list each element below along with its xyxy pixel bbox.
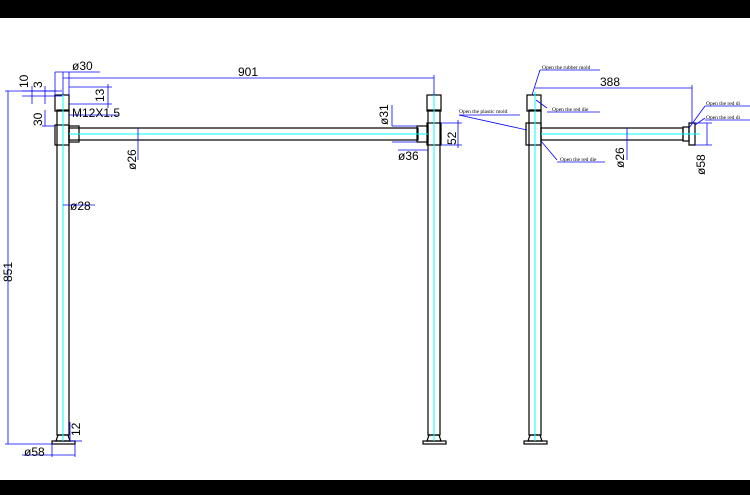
dim-diameter-30: ø30 [72,59,93,73]
dimension-labels: ø30 901 10 3 13 30 M12X1.5 ø31 52 ø36 ø2… [1,59,708,459]
side-clamp [525,122,542,146]
dim-diameter-26-side: ø26 [613,147,627,168]
side-top-cap [526,94,542,112]
left-top-cap [54,94,70,112]
right-base-plate [422,440,447,445]
dim-851: 851 [1,262,15,282]
dim-3: 3 [31,81,45,88]
front-view [51,94,447,445]
note-red-die-right-1: Open the red di [706,101,741,107]
front-dimension-lines [5,71,462,457]
note-red-die-right-2: Open the red di [706,115,741,121]
annotation-notes: Open the rubber mold Open the plastic mo… [459,65,741,163]
dim-52: 52 [445,131,459,145]
dim-901: 901 [238,65,258,79]
dim-10: 10 [17,74,31,88]
note-red-die-upper: Open the red die [552,107,589,113]
note-rubber-mold: Open the rubber mold [542,65,591,71]
note-red-die-lower: Open the red die [560,157,597,163]
dim-diameter-31: ø31 [377,104,391,125]
front-centerlines [62,92,435,441]
dim-thread: M12X1.5 [72,106,120,120]
side-base-plate [523,440,548,445]
side-view [523,94,696,445]
dim-13: 13 [93,88,107,102]
dim-diameter-58-front: ø58 [24,445,45,459]
left-base-plate [51,440,76,445]
dim-12: 12 [69,422,83,436]
dim-30-vertical: 30 [31,112,45,126]
dim-diameter-36: ø36 [398,149,419,163]
dim-diameter-28: ø28 [70,199,91,213]
top-black-bar [0,0,750,18]
dim-diameter-58-side: ø58 [694,154,708,175]
bottom-black-bar [0,480,750,495]
dim-388: 388 [600,75,620,89]
note-plastic-mold: Open the plastic mold [459,109,508,115]
dim-diameter-26-front: ø26 [125,149,139,170]
side-centerlines [534,92,700,441]
side-dimension-lines [458,69,750,163]
